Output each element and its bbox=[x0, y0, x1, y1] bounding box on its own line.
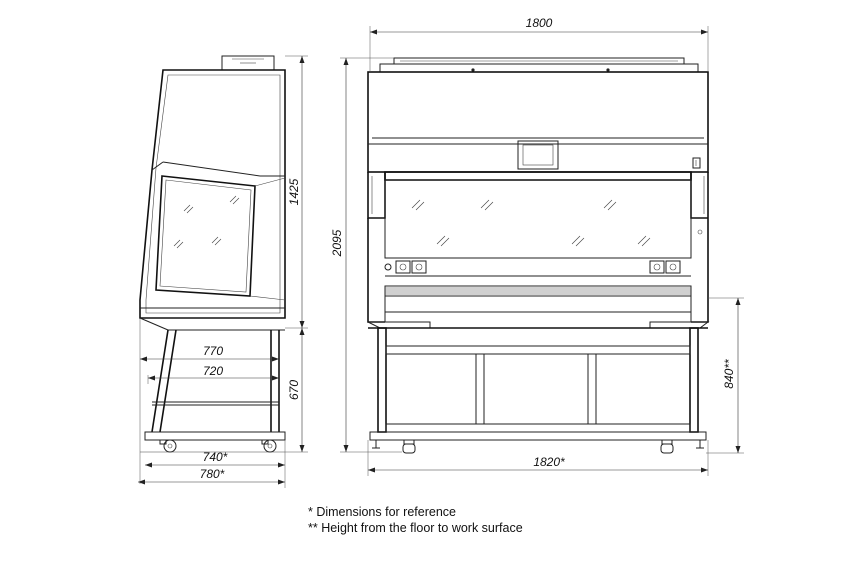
dim-1820: 1820* bbox=[533, 455, 565, 469]
dim-2095: 2095 bbox=[330, 229, 344, 257]
dim-770: 770 bbox=[203, 344, 223, 358]
front-view bbox=[367, 57, 710, 454]
front-air-grille bbox=[384, 285, 692, 297]
dim-720: 720 bbox=[203, 364, 223, 378]
front-caster-left bbox=[402, 439, 416, 454]
side-caster-rear bbox=[261, 439, 277, 453]
front-sash-glass bbox=[384, 179, 692, 259]
dim-1800: 1800 bbox=[526, 16, 553, 30]
side-dimensions: 1425 670 770 720 740* 780* bbox=[138, 55, 308, 488]
front-stand bbox=[369, 327, 707, 441]
footnote-reference: * Dimensions for reference bbox=[308, 505, 456, 519]
footnote-floor-height: ** Height from the floor to work surface bbox=[308, 521, 523, 535]
side-view bbox=[139, 55, 286, 453]
dim-1425: 1425 bbox=[287, 178, 301, 205]
dim-670: 670 bbox=[287, 380, 301, 400]
dim-840: 840** bbox=[722, 359, 736, 389]
front-dimensions: 1800 2095 840** 1820* bbox=[330, 16, 744, 476]
dim-780: 780* bbox=[200, 467, 225, 481]
sockets-left bbox=[384, 260, 427, 274]
sockets-right bbox=[649, 260, 681, 274]
control-display bbox=[517, 140, 559, 170]
side-stand bbox=[144, 329, 286, 441]
front-caster-right bbox=[660, 439, 674, 454]
side-sash-window bbox=[155, 175, 256, 297]
side-caster-front bbox=[159, 439, 177, 453]
dim-740: 740* bbox=[203, 450, 228, 464]
front-cabinet-top bbox=[367, 71, 709, 173]
